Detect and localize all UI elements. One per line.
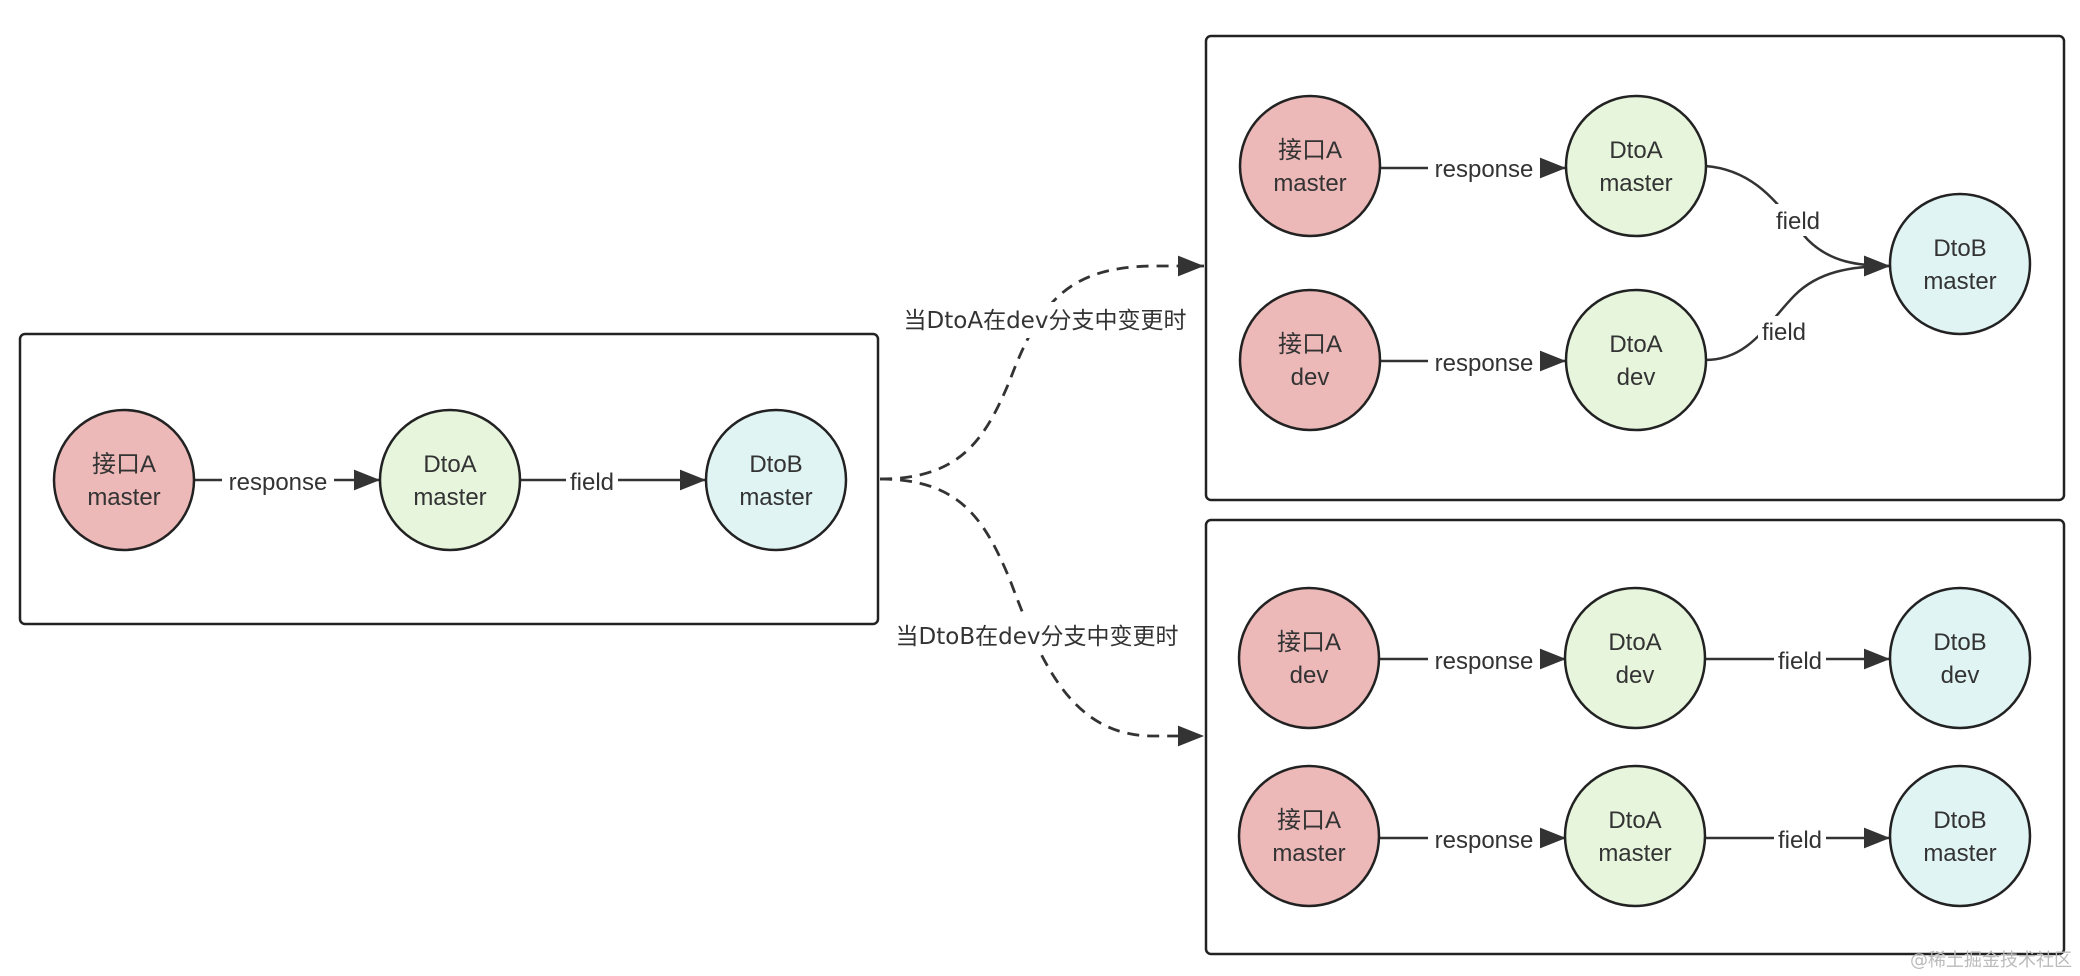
base-node-dtoa-master: DtoA master xyxy=(378,408,522,552)
bottom-node-interface-dev: 接口A dev xyxy=(1237,586,1381,730)
transition-label-bottom: 当DtoB在dev分支中变更时 xyxy=(896,624,1179,650)
bottom-edge-field-dev-label-bg xyxy=(1774,644,1826,676)
top-node-interface-master: 接口A master xyxy=(1238,94,1382,238)
bottom-edge-response-master-label: response xyxy=(1435,827,1534,854)
node-circle xyxy=(1237,764,1381,908)
transition-arrow-top xyxy=(879,255,1204,481)
node-circle xyxy=(1563,764,1707,908)
node-label-line1: DtoB xyxy=(749,451,802,478)
node-label-line1: 接口A xyxy=(1278,137,1342,164)
top-edge-field-dev xyxy=(1704,255,1891,362)
node-label-line1: DtoA xyxy=(1609,137,1662,164)
node-label-line1: 接口A xyxy=(1277,629,1341,656)
base-node-interface-master: 接口A master xyxy=(52,408,196,552)
transition-label-top: 当DtoA在dev分支中变更时 xyxy=(904,308,1187,334)
top-node-dtoa-dev: DtoA dev xyxy=(1564,288,1708,432)
top-edge-response-dev-label: response xyxy=(1435,350,1534,377)
base-node-dtob-master: DtoB master xyxy=(704,408,848,552)
node-circle xyxy=(704,408,848,552)
node-label-line1: 接口A xyxy=(1277,807,1341,834)
node-circle xyxy=(1888,192,2032,336)
node-label-line2: master xyxy=(87,484,160,511)
bottom-group: response field response field 接口A dev Dt… xyxy=(1237,586,2032,908)
node-label-line2: master xyxy=(413,484,486,511)
node-label-line1: DtoB xyxy=(1933,235,1986,262)
node-label-line1: 接口A xyxy=(1278,331,1342,358)
node-label-line2: dev xyxy=(1291,364,1330,391)
node-circle xyxy=(1238,94,1382,238)
node-label-line2: master xyxy=(1272,840,1345,867)
top-edge-field-master xyxy=(1704,164,1891,277)
bottom-edge-response-dev-label-bg xyxy=(1428,644,1540,676)
node-circle xyxy=(1888,586,2032,730)
node-label-line2: master xyxy=(1923,268,1996,295)
bottom-node-interface-master: 接口A master xyxy=(1237,764,1381,908)
node-label-line2: dev xyxy=(1290,662,1329,689)
node-label-line2: dev xyxy=(1616,662,1655,689)
transition-label-top-bg xyxy=(888,302,1202,338)
node-circle xyxy=(1564,288,1708,432)
top-node-dtob-master: DtoB master xyxy=(1888,192,2032,336)
bottom-edge-field-master-label-bg xyxy=(1774,823,1826,855)
node-label-line1: DtoB xyxy=(1933,807,1986,834)
bottom-node-dtob-master: DtoB master xyxy=(1888,764,2032,908)
top-edge-field-master-label-bg xyxy=(1772,204,1824,236)
top-edge-response-master-label: response xyxy=(1435,156,1534,183)
node-label-line2: master xyxy=(1923,840,1996,867)
node-circle xyxy=(1563,586,1707,730)
top-edge-field-dev-label: field xyxy=(1762,319,1806,346)
node-label-line1: DtoA xyxy=(423,451,476,478)
top-edge-field-dev-label-bg xyxy=(1758,316,1810,348)
node-label-line1: DtoA xyxy=(1609,331,1662,358)
bottom-edge-field-dev-label: field xyxy=(1778,648,1822,675)
top-edge-response-dev-label-bg xyxy=(1428,346,1540,378)
top-edge-field-master-label: field xyxy=(1776,208,1820,235)
node-label-line1: DtoA xyxy=(1608,629,1661,656)
top-group-box xyxy=(1204,34,2066,502)
node-circle xyxy=(1888,764,2032,908)
bottom-edge-field-master-label: field xyxy=(1778,827,1822,854)
top-node-dtoa-master: DtoA master xyxy=(1564,94,1708,238)
base-edge-response-label-bg xyxy=(222,465,334,497)
bottom-node-dtoa-master: DtoA master xyxy=(1563,764,1707,908)
node-label-line1: 接口A xyxy=(92,451,156,478)
watermark-text: @稀土掘金技术社区 xyxy=(1910,950,2072,971)
node-label-line2: dev xyxy=(1941,662,1980,689)
bottom-node-dtob-dev: DtoB dev xyxy=(1888,586,2032,730)
node-label-line2: master xyxy=(739,484,812,511)
node-circle xyxy=(378,408,522,552)
top-node-interface-dev: 接口A dev xyxy=(1238,288,1382,432)
node-label-line2: master xyxy=(1598,840,1671,867)
node-circle xyxy=(1564,94,1708,238)
node-circle xyxy=(1238,288,1382,432)
base-group: response field 接口A master DtoA master Dt… xyxy=(52,408,848,552)
node-label-line2: master xyxy=(1599,170,1672,197)
node-label-line2: master xyxy=(1273,170,1346,197)
node-circle xyxy=(52,408,196,552)
bottom-edge-response-master-label-bg xyxy=(1428,823,1540,855)
node-label-line2: dev xyxy=(1617,364,1656,391)
node-label-line1: DtoA xyxy=(1608,807,1661,834)
top-edge-response-master-label-bg xyxy=(1428,153,1540,185)
transition-label-bottom-bg xyxy=(880,618,1194,654)
bottom-edge-response-dev-label: response xyxy=(1435,648,1534,675)
base-edge-field-label: field xyxy=(570,469,614,496)
node-circle xyxy=(1237,586,1381,730)
base-edge-response-label: response xyxy=(229,469,328,496)
node-label-line1: DtoB xyxy=(1933,629,1986,656)
top-group: response response field field 接口A master… xyxy=(1238,94,2032,432)
transition-arrow-bottom xyxy=(879,477,1204,747)
base-edge-field-label-bg xyxy=(566,465,618,497)
bottom-node-dtoa-dev: DtoA dev xyxy=(1563,586,1707,730)
bottom-group-box xyxy=(1204,518,2066,956)
